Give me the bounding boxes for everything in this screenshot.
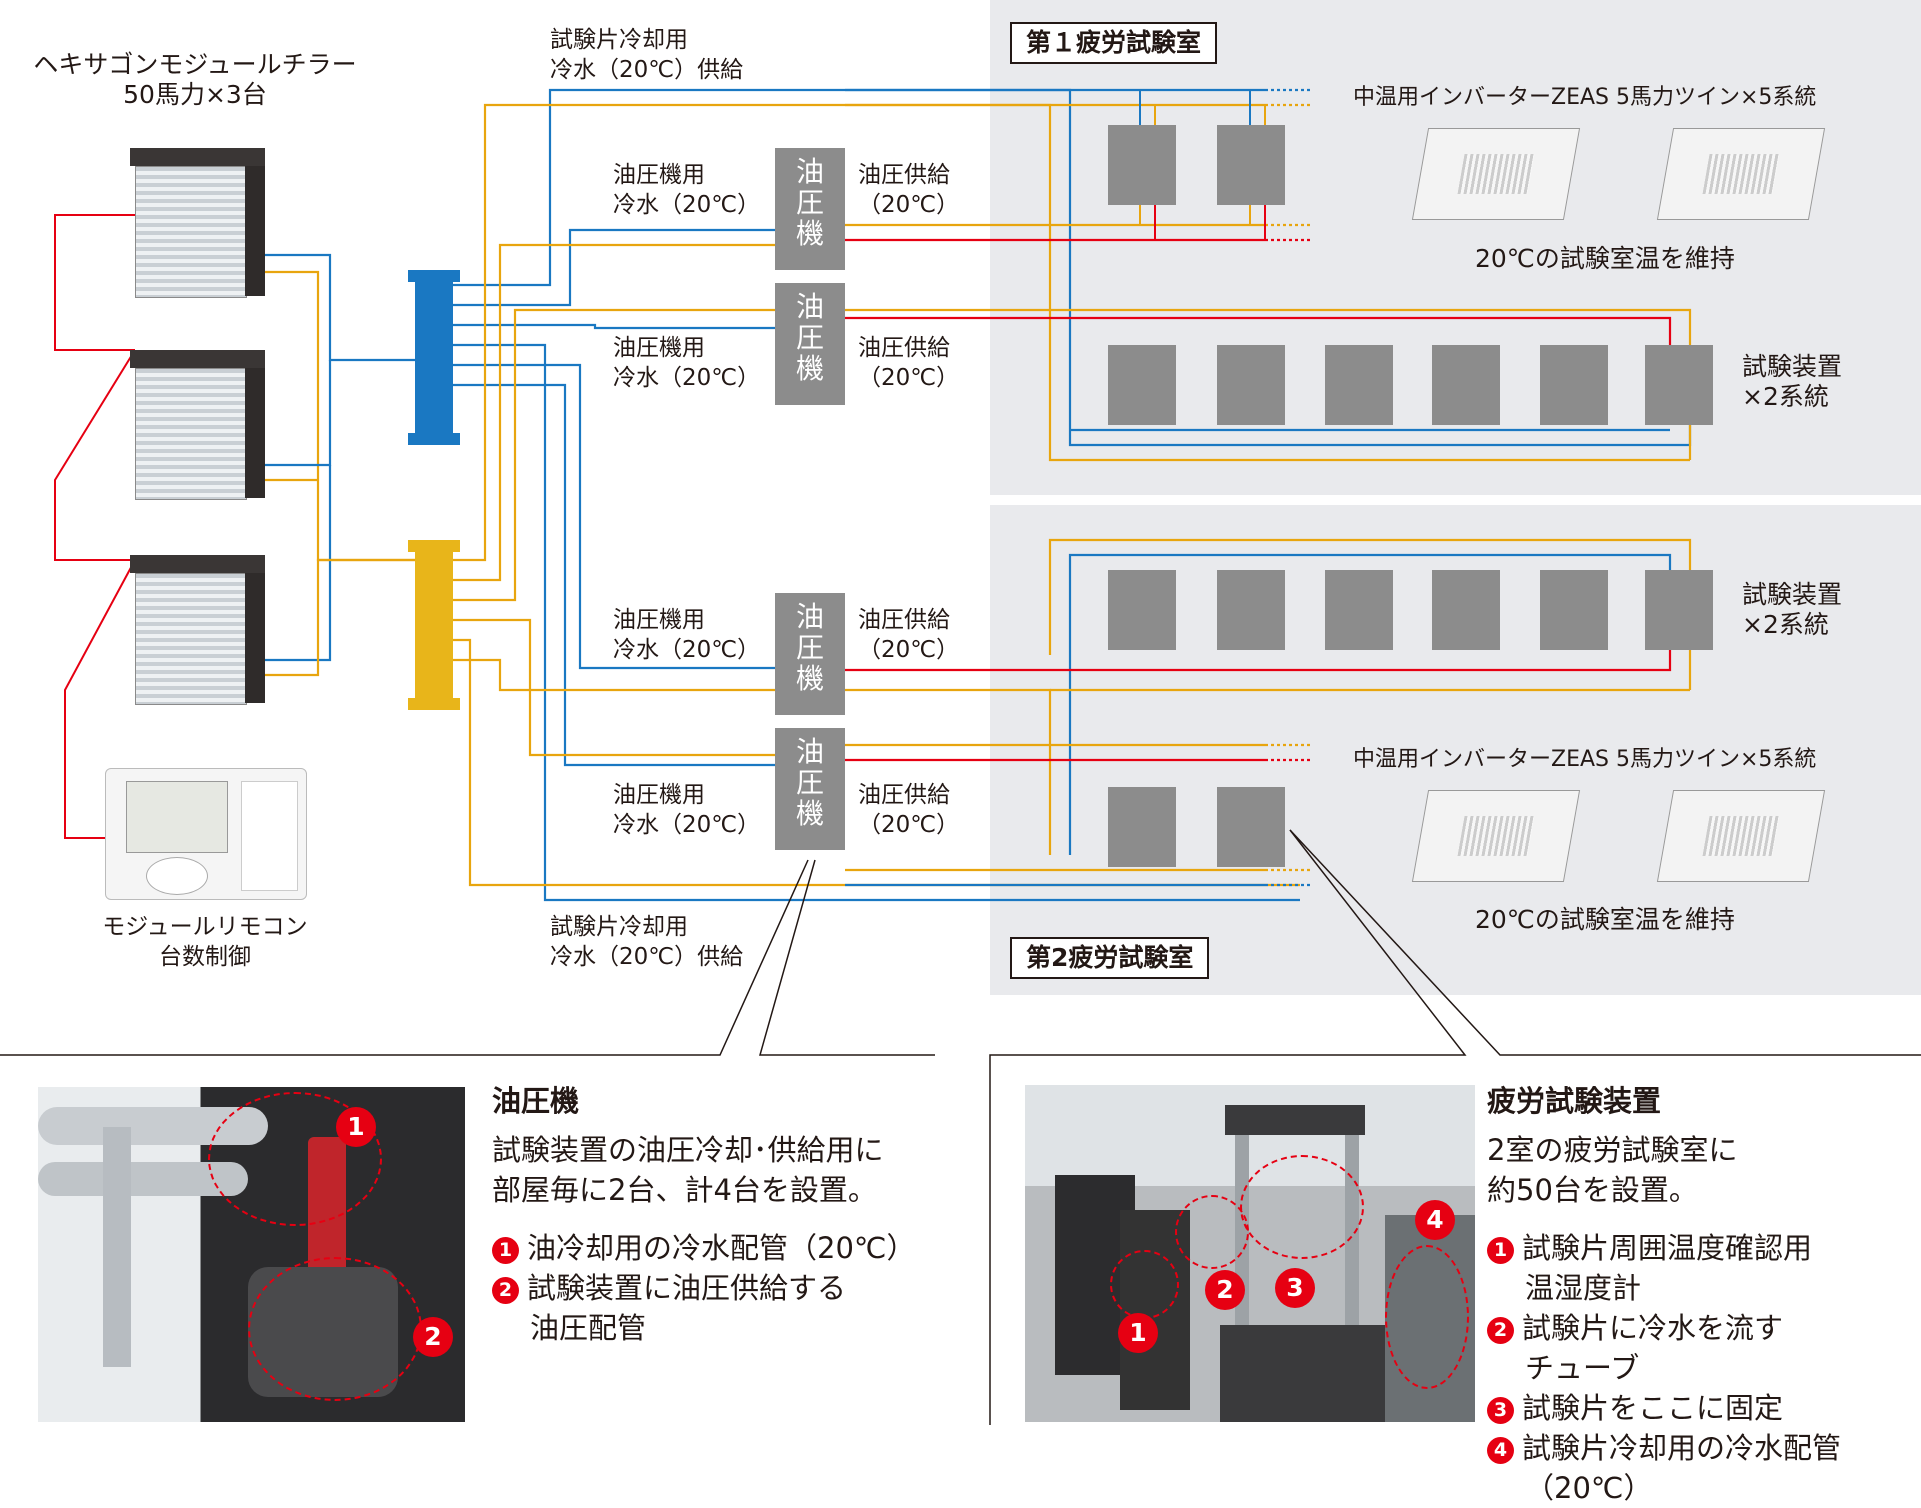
panel-hydraulic-title: 油圧機	[492, 1084, 580, 1118]
room1-devices-label: 試験装置×2系統	[1742, 352, 1843, 411]
zeas-unit-r2-b	[1656, 790, 1826, 882]
hydraulic-unit-3: 油圧機	[775, 593, 845, 715]
zeas-unit-r2-a	[1411, 790, 1581, 882]
chiller-unit-1	[130, 148, 265, 298]
hyd-cooling-label-2: 油圧機用冷水（20℃）	[613, 335, 761, 391]
chiller-unit-3	[130, 555, 265, 705]
zeas-unit-r1-b	[1656, 128, 1826, 220]
room2-temp-label: 20℃の試験室温を維持	[1475, 905, 1735, 934]
marker-1: 1	[1118, 1313, 1158, 1353]
test-device-r1-b	[1217, 125, 1285, 205]
panel-hydraulic-desc: 試験装置の油圧冷却･供給用に部屋毎に2台、計4台を設置。	[492, 1133, 884, 1207]
hyd-cooling-label-4: 油圧機用冷水（20℃）	[613, 782, 761, 838]
test-device-r2-b	[1217, 787, 1285, 867]
test-device-r2-a	[1108, 787, 1176, 867]
room2-devices-label: 試験装置×2系統	[1742, 580, 1843, 639]
zeas-unit-r1-a	[1411, 128, 1581, 220]
test-device-r1-6	[1645, 345, 1713, 425]
test-device-r2-1	[1108, 570, 1176, 650]
hydraulic-unit-1: 油圧機	[775, 148, 845, 270]
test-device-r1-2	[1217, 345, 1285, 425]
specimen-supply-label-bottom: 試験片冷却用冷水（20℃）供給	[550, 914, 744, 970]
hyd-supply-label-3: 油圧供給（20℃）	[858, 607, 960, 663]
hydraulic-unit-2: 油圧機	[775, 283, 845, 405]
marker-4: 4	[1415, 1200, 1455, 1240]
hyd-supply-label-2: 油圧供給（20℃）	[858, 335, 960, 391]
room1-title: 第１疲労試験室	[1010, 22, 1218, 64]
test-device-r1-3	[1325, 345, 1393, 425]
room2-ac-label: 中温用インバーターZEAS 5馬力ツイン×5系統	[1353, 747, 1817, 772]
test-device-r1-5	[1540, 345, 1608, 425]
test-device-r2-4	[1432, 570, 1500, 650]
panel-fatigue-title: 疲労試験装置	[1487, 1084, 1662, 1118]
hydraulic-unit-4: 油圧機	[775, 728, 845, 850]
yellow-header	[408, 540, 460, 710]
marker-2: 2	[1205, 1270, 1245, 1310]
test-device-r1-4	[1432, 345, 1500, 425]
chiller-unit-2	[130, 350, 265, 500]
room1-temp-label: 20℃の試験室温を維持	[1475, 244, 1735, 273]
marker-1: 1	[336, 1107, 376, 1147]
test-device-r2-5	[1540, 570, 1608, 650]
marker-3: 3	[1275, 1268, 1315, 1308]
hyd-cooling-label-1: 油圧機用冷水（20℃）	[613, 162, 761, 218]
room2-title: 第2疲労試験室	[1010, 937, 1210, 979]
test-device-r2-2	[1217, 570, 1285, 650]
marker-2: 2	[413, 1317, 453, 1357]
fatigue-tester-photo: 1 2 3 4	[1025, 1085, 1475, 1422]
test-device-r1-a	[1108, 125, 1176, 205]
module-remote	[105, 768, 307, 900]
test-device-r2-6	[1645, 570, 1713, 650]
specimen-supply-label-top: 試験片冷却用冷水（20℃）供給	[550, 27, 744, 83]
hyd-supply-label-1: 油圧供給（20℃）	[858, 162, 960, 218]
remote-label: モジュールリモコン台数制御	[102, 914, 308, 970]
panel-fatigue-desc: 2室の疲労試験室に約50台を設置。	[1487, 1133, 1738, 1207]
test-device-r2-3	[1325, 570, 1393, 650]
hyd-cooling-label-3: 油圧機用冷水（20℃）	[613, 607, 761, 663]
test-device-r1-1	[1108, 345, 1176, 425]
control-wiring	[54, 214, 136, 839]
hyd-supply-label-4: 油圧供給（20℃）	[858, 782, 960, 838]
hydraulic-unit-photo: 1 2	[38, 1087, 465, 1422]
room1-ac-label: 中温用インバーターZEAS 5馬力ツイン×5系統	[1353, 85, 1817, 110]
blue-header	[408, 270, 460, 445]
